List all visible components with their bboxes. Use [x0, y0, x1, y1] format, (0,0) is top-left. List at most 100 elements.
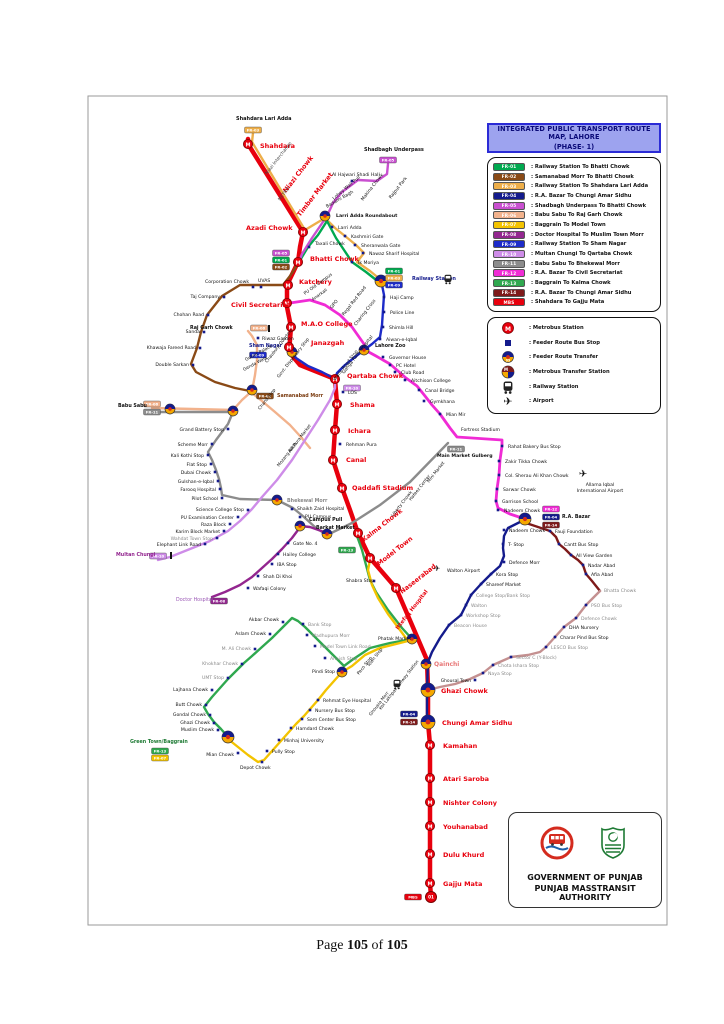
feeder-stop-marker — [298, 515, 302, 519]
feeder-stop-marker — [209, 462, 213, 466]
route-badge-label: FR-04 — [545, 515, 558, 520]
stop-label: Chohan Road — [173, 312, 204, 318]
circle — [504, 390, 508, 394]
metrobus-station-icon: M — [331, 398, 342, 409]
legend-symbol-row: 09 : Feeder Route Transfer — [493, 350, 660, 365]
stop-label: Rehmat Eye Hospital — [323, 698, 371, 704]
circle — [448, 282, 451, 285]
stop-label: Shimla Hill — [389, 325, 413, 331]
route-line-FR-07 — [226, 558, 410, 764]
circle — [378, 278, 384, 284]
stop-label: Canal — [346, 456, 366, 464]
circle — [329, 373, 340, 384]
circle — [325, 532, 329, 536]
map-label: M — [504, 367, 508, 372]
rect — [338, 546, 356, 554]
stop-label: Chungi Amar Sidhu — [442, 719, 513, 727]
route-badge-FR-10: FR-10 — [149, 552, 167, 560]
rect — [143, 400, 161, 408]
route-line-FR-06 — [150, 329, 259, 412]
stop-label: Zakir Tikka Chowk — [505, 459, 547, 465]
route-badge-FR-10: FR-10 — [343, 384, 361, 392]
transfer-station-icon — [321, 528, 333, 540]
feeder-stop-marker — [481, 671, 485, 675]
route-line-FR-10 — [156, 379, 337, 562]
feeder-stop-marker — [464, 603, 468, 607]
stop-label: Doctor Hospital — [176, 597, 213, 603]
authority-box: GOVERNMENT OF PUNJAB PUNJAB MASSTRANSIT … — [508, 812, 662, 908]
transfer-station-icon: 09 — [502, 351, 514, 364]
route-badge-label: FR-06 — [253, 326, 266, 331]
transfer-station-icon — [420, 714, 436, 730]
stop-label: Aitchison College — [411, 378, 451, 384]
route-badge-label: FR-11 — [146, 410, 159, 415]
railway-station-icon — [393, 679, 401, 690]
route-badge-FR-08: FR-08 — [210, 597, 228, 605]
stop-label: Som Center Bus Stop — [307, 717, 356, 723]
stop-label: Defence Morr — [509, 560, 540, 566]
metrobus-station-icon: M — [285, 321, 296, 332]
stop-label: Wahdat Town Stop — [171, 536, 213, 542]
metrobus-m-glyph: M — [427, 801, 432, 807]
legend-route-dest: : Railway Station To Bhatti Chowk — [531, 163, 630, 170]
feeder-transfer-icon: 09 — [502, 351, 514, 364]
stop-label: Pilot School — [191, 496, 218, 502]
legend-route-row: FR-08: Doctor Hospital To Muslim Town Mo… — [493, 230, 660, 240]
feeder-stop-marker — [226, 676, 230, 680]
circle — [327, 454, 338, 465]
route-badge-FR-14: FR-14 — [400, 718, 418, 726]
stop-label: Madhupura Morr — [312, 633, 350, 639]
path — [502, 351, 514, 358]
feeder-stop-marker — [393, 370, 397, 374]
feeder-stop-marker — [403, 378, 407, 382]
route-badge-FR-01: FR-01 — [272, 256, 290, 264]
circle — [424, 662, 428, 666]
feeder-stop-marker — [353, 243, 357, 247]
railway-station-icon — [503, 381, 513, 394]
feeder-stop-marker — [500, 444, 504, 448]
stop-label: Bank Stop — [308, 622, 332, 628]
legend-route-swatch: FR-04 — [493, 191, 525, 200]
legend-symbol-label: : Feeder Route Transfer — [529, 354, 599, 361]
stop-label: Naya Stop — [488, 671, 512, 677]
feeder-stop-marker — [206, 313, 210, 317]
path — [228, 406, 238, 411]
metrobus-transfer-icon: M — [493, 365, 523, 379]
stop-label: PSO Bus Stop — [591, 603, 622, 609]
metrobus-station-icon: M — [424, 821, 435, 832]
legend-route-dest: : Baggrain To Kalma Chowk — [531, 280, 611, 287]
circle — [281, 297, 292, 308]
stop-label: Khawaja Fareed Road — [147, 345, 196, 351]
route-badge-label: FR-09 — [388, 283, 401, 288]
legend-route-row: FR-11: Babu Sabu To Bhekewal Morr — [493, 259, 660, 269]
stop-label: Al Hajwari Shadi Hall — [332, 172, 380, 178]
legend-symbol-label: : Railway Station — [529, 383, 579, 390]
stop-label: Mian Mir — [446, 412, 466, 418]
rect — [445, 275, 451, 279]
rect — [210, 597, 228, 605]
circle — [283, 341, 294, 352]
route-badge-label: FR-02 — [275, 265, 288, 270]
legend-route-dest: : R.A. Bazar To Civil Secretariat — [531, 270, 623, 277]
stop-label: Governor House — [389, 355, 426, 361]
route-badge-label: FR-13 — [341, 548, 354, 553]
stop-label: Corporation Chowk — [205, 279, 249, 285]
metrobus-transfer-icon: M — [501, 365, 515, 379]
railway-station-icon — [493, 380, 523, 394]
feeder-stop-marker — [350, 179, 354, 183]
legend-route-dest: : Doctor Hospital To Muslim Town Morr — [531, 231, 644, 238]
metrobus-m-glyph: M — [334, 403, 339, 409]
legend-route-swatch: FR-02 — [493, 172, 525, 181]
circle — [275, 498, 279, 502]
circle — [364, 553, 375, 564]
route-badge-FR-04: FR-04 — [400, 710, 418, 718]
feeder-stop-marker — [422, 399, 426, 403]
circle — [425, 687, 431, 693]
circle — [425, 891, 437, 903]
circle — [522, 516, 528, 522]
feeder-stop-marker — [204, 703, 208, 707]
feeder-stop-marker — [553, 635, 557, 639]
g: M — [501, 365, 515, 379]
circle — [285, 321, 296, 332]
